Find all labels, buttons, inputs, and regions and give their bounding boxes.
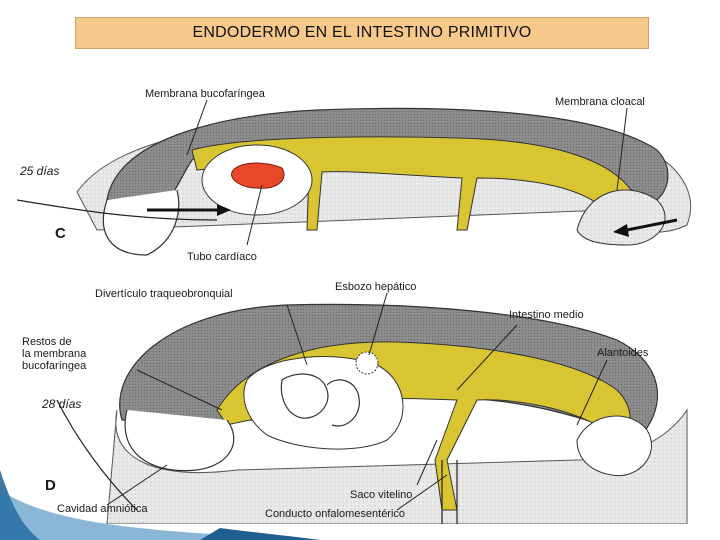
panel-c-arrow-left-head <box>217 204 231 216</box>
panel-c-leader-bucofaringea <box>186 99 208 156</box>
label-restos-line3: bucofaríngea <box>22 360 87 372</box>
embryo-figure: Membrana bucofaríngea Membrana cloacal T… <box>17 80 708 524</box>
label-diverticulo-traqueobronquial: Divertículo traqueobronquial <box>95 288 233 300</box>
panel-d-letter: D <box>45 477 56 494</box>
label-25-dias: 25 días <box>19 164 59 178</box>
panel-c-heart-tube <box>231 162 285 189</box>
slide-title: ENDODERMO EN EL INTESTINO PRIMITIVO <box>192 24 532 41</box>
slide-title-box: ENDODERMO EN EL INTESTINO PRIMITIVO <box>75 17 649 49</box>
label-cavidad-amniotica: Cavidad amniótica <box>57 503 148 515</box>
panel-d-heart-loop <box>280 373 360 427</box>
panel-d-liver-bud <box>355 351 379 375</box>
panel-d-pericardial-cavity <box>243 356 404 450</box>
label-membrana-cloacal: Membrana cloacal <box>555 96 645 108</box>
panel-c-leader-tubo <box>246 184 263 246</box>
corner-decoration <box>0 470 320 540</box>
panel-d-leader-esbozo <box>368 292 388 356</box>
panel-c-head-fold <box>102 189 180 256</box>
panel-d-leader-alantoides <box>576 359 608 426</box>
panel-d-ectoderm-layer <box>106 408 688 524</box>
panel-d-leader-cavidad <box>106 464 168 506</box>
panel-c: Membrana bucofaríngea Membrana cloacal T… <box>17 88 692 263</box>
label-conducto-onfalomesenterico: Conducto onfalomesentérico <box>265 508 405 520</box>
label-esbozo-hepatico: Esbozo hepático <box>335 281 416 293</box>
panel-d-leader-intestino <box>456 324 518 391</box>
embryo-diagram: Membrana bucofaríngea Membrana cloacal T… <box>17 88 692 524</box>
label-28-dias: 28 días <box>41 397 81 411</box>
panel-d-amnion-line <box>56 399 138 511</box>
panel-d-head-fold <box>124 409 235 472</box>
panel-c-leader-cloacal <box>616 107 628 191</box>
panel-d-leader-restos <box>136 369 223 411</box>
panel-d: Divertículo traqueobronquial Esbozo hepá… <box>22 281 688 524</box>
label-restos-line1: Restos de <box>22 336 72 348</box>
panel-c-arrow-right-head <box>613 224 629 237</box>
label-restos-line2: la membrana <box>22 348 87 360</box>
label-intestino-medio: Intestino medio <box>509 309 584 321</box>
panel-c-arrow-right <box>626 218 678 232</box>
label-tubo-cardiaco: Tubo cardíaco <box>187 251 257 263</box>
label-saco-vitelino: Saco vitelino <box>350 489 412 501</box>
panel-d-leader-conducto <box>396 474 448 511</box>
panel-c-letter: C <box>55 225 66 242</box>
panel-d-leader-diverticulo <box>286 304 308 366</box>
panel-c-ventral-line <box>17 199 218 221</box>
label-membrana-bucofaringea: Membrana bucofaríngea <box>145 88 266 100</box>
panel-d-allantois <box>576 415 653 477</box>
panel-d-leader-saco <box>416 439 438 486</box>
label-alantoides: Alantoides <box>597 347 649 359</box>
